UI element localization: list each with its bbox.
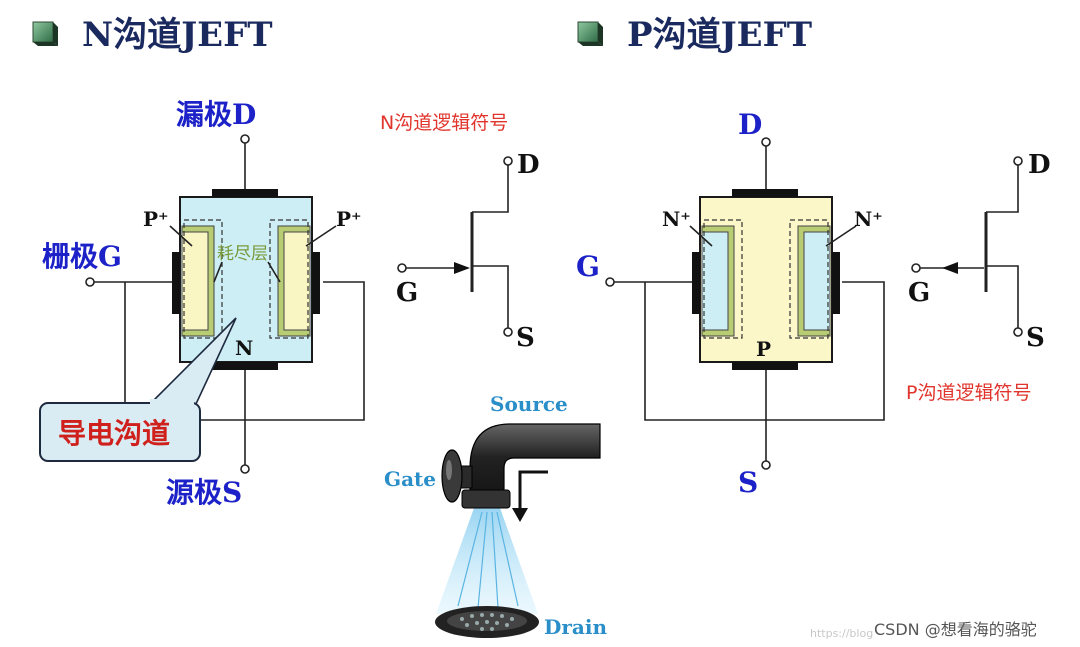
water-stream [436,508,538,614]
p-symbol-caption: P沟道逻辑符号 [906,382,1031,404]
faucet-valve-knob [441,449,463,503]
p-plus-label-left: P⁺ [143,207,169,231]
faucet-source-label: Source [490,392,568,416]
bullet-shadow [578,42,603,46]
n-symbol-gate-arrow [454,262,470,274]
p-symbol-s-label: S [1026,323,1045,353]
gate-label: 栅极G [42,240,122,273]
source-terminal [240,464,250,474]
depletion-boundary-left [183,219,223,339]
n-plus-label-left: N⁺ [662,207,691,231]
watermark-url: https://blog [810,627,873,640]
p-plus-leader-left [169,225,193,247]
n-symbol-drain-lead [472,162,509,213]
water-lines [457,511,519,609]
callout-box [39,402,201,462]
depletion-boundary-right [269,219,309,339]
p-symbol-drain-lead [986,162,1019,213]
p-plus-region-left [181,231,209,331]
drain-terminal [240,134,250,144]
p-gate-contact-left [692,252,700,314]
p-source-label: S [738,466,758,499]
p-drain-label: D [738,108,762,141]
source-contact [212,362,278,370]
callout-join [150,399,194,407]
title-n-jfet: N沟道JEFT [82,15,273,55]
depletion-label: 耗尽层 [217,244,268,264]
n-plus-leader-right [825,225,857,247]
p-symbol-g-label: G [908,278,930,308]
title-p-jfet: P沟道JEFT [627,15,812,55]
title-right: P沟道JEFT [577,15,812,55]
faucet-analogy: Source Gate Drain [384,392,607,639]
source-label: 源极S [166,476,242,509]
n-symbol-d-label: D [517,150,540,180]
n-jfet-symbol: N沟道逻辑符号 D G S [380,112,540,353]
gate-contact-left [172,252,180,314]
n-plus-leader-left [689,225,713,247]
p-drain-terminal [761,137,771,147]
drain-label: 漏极D [176,98,256,131]
drain-holes [460,613,514,631]
bullet-shadow [53,22,58,46]
p-plus-leader-right [305,225,337,247]
watermark-text: CSDN @想看海的骆驼 [874,620,1037,639]
n-symbol-g-terminal [397,263,407,273]
p-source-contact [732,362,798,370]
flow-arrow-line [518,470,548,510]
p-plus-region-right [283,231,311,331]
p-source-terminal [761,460,771,470]
p-plus-label-right: P⁺ [336,207,362,231]
p-substrate-label: P [756,337,771,361]
p-drain-contact [732,189,798,197]
p-symbol-gate-arrow [942,262,958,274]
faucet-knob-shine [446,460,452,480]
p-gate-terminal [605,277,615,287]
drain-contact [212,189,278,197]
p-gate-contact-right [832,252,840,314]
n-plus-label-right: N⁺ [854,207,883,231]
p-symbol-source-lead [986,265,1019,330]
n-substrate-label: N [235,336,253,360]
p-depletion-boundary-right [789,219,829,339]
p-symbol-d-terminal [1013,156,1023,166]
flow-arrow-head [512,508,528,522]
gate-tie-wire [124,281,365,421]
n-plus-region-left [701,231,729,331]
p-gate-label: G [576,250,600,283]
gate-contact-right [312,252,320,314]
bullet-shadow [598,22,603,46]
p-symbol-g-terminal [911,263,921,273]
n-symbol-source-lead [472,265,509,330]
depletion-leader-left [213,261,223,283]
p-depletion-boundary-left [703,219,743,339]
n-symbol-g-label: G [396,278,418,308]
n-symbol-s-terminal [503,327,513,337]
faucet-drain-label: Drain [544,615,607,639]
p-gate-tie-wire [644,281,885,421]
conductive-channel-label: 导电沟道 [58,417,170,450]
p-symbol-s-terminal [1013,327,1023,337]
faucet-gate-label: Gate [384,467,436,491]
p-jfet-symbol: D G S P沟道逻辑符号 [906,150,1051,404]
bullet-icon [32,21,54,43]
bullet-icon [577,21,599,43]
bullet-shadow [33,42,58,46]
p-jfet-structure: N⁺ N⁺ P D G S [576,108,885,499]
n-symbol-d-terminal [503,156,513,166]
title-left: N沟道JEFT [32,15,273,55]
depletion-leader-right [267,261,281,283]
p-symbol-d-label: D [1028,150,1051,180]
gate-terminal [85,277,95,287]
n-plus-region-right [803,231,831,331]
n-jfet-structure: 耗尽层 P⁺ P⁺ N 漏极D 栅极G 源极S 导电沟道 [39,98,365,509]
n-symbol-s-label: S [516,323,535,353]
faucet-nozzle [461,489,511,509]
n-symbol-caption: N沟道逻辑符号 [380,112,508,134]
